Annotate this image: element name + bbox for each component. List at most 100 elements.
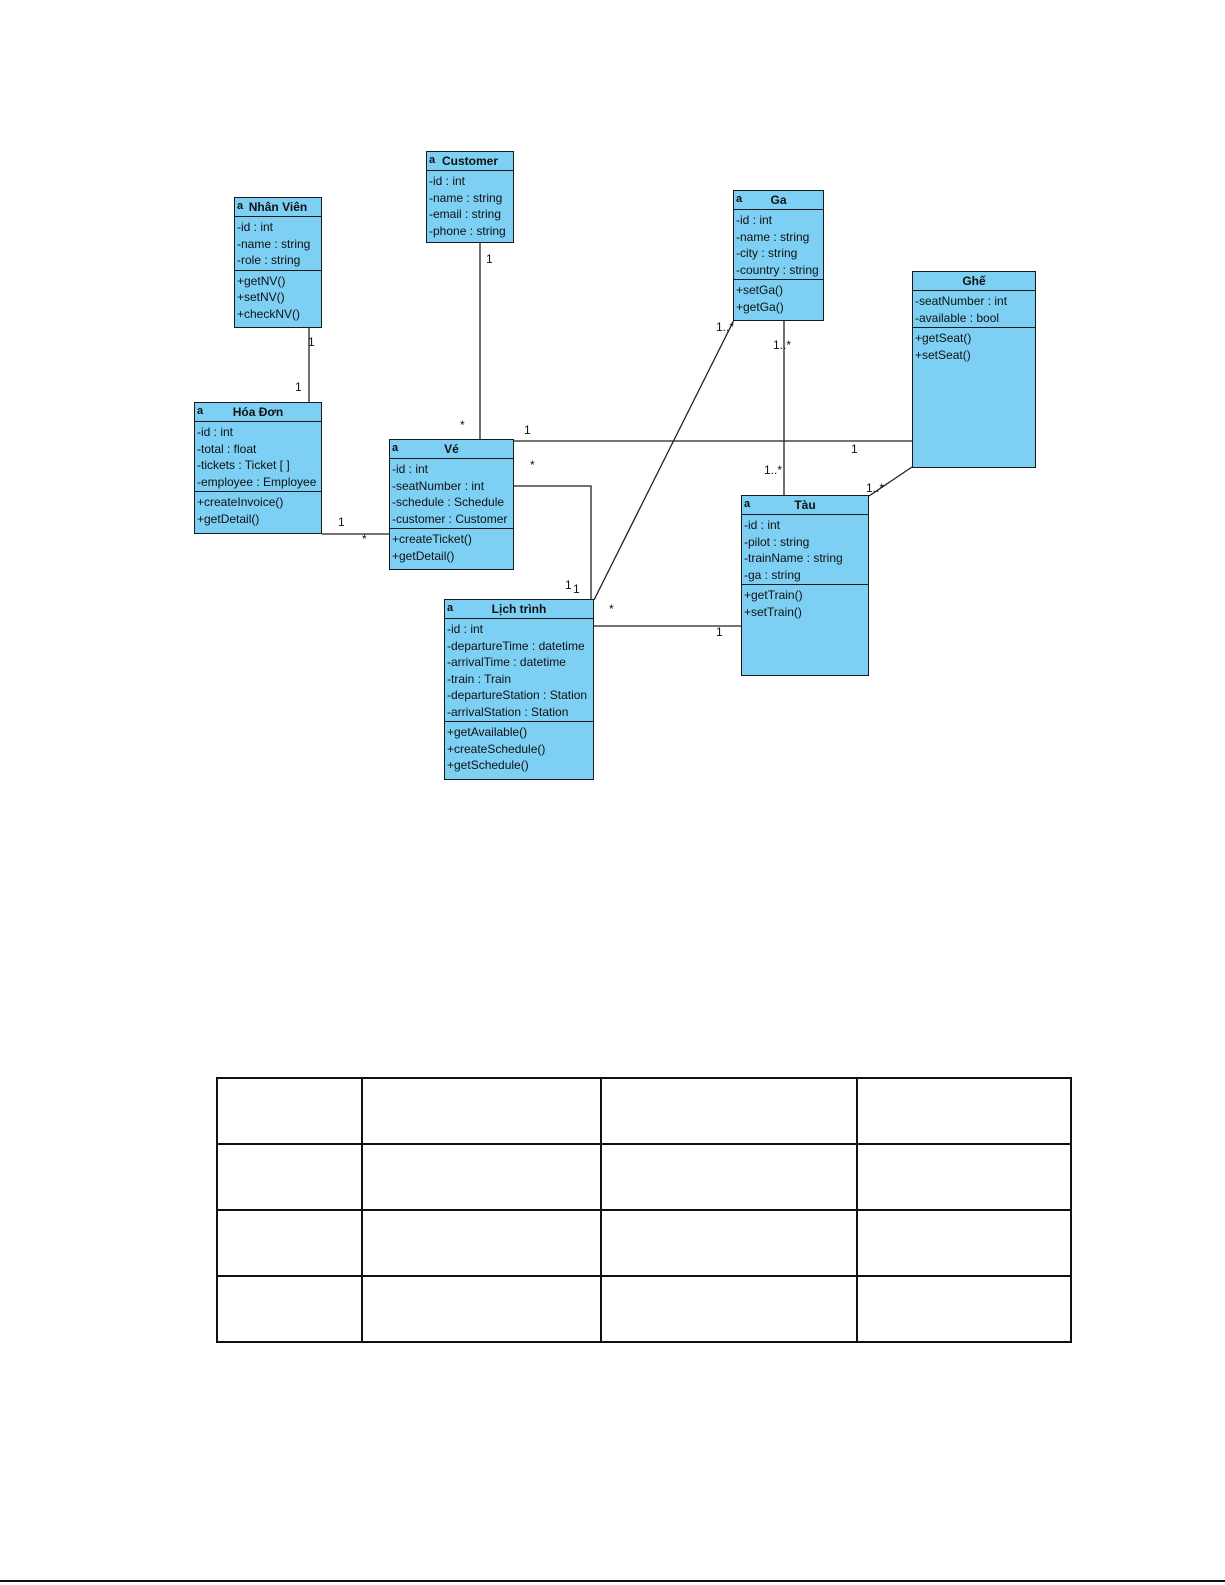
table-cell: [600, 1275, 858, 1343]
multiplicity-label: *: [609, 602, 614, 616]
operation: +getSeat(): [915, 331, 972, 345]
operation: +getDetail(): [197, 511, 260, 526]
class-icon: a: [392, 442, 399, 454]
operation: +setGa(): [736, 283, 784, 297]
attribute: -departureTime : datetime: [447, 638, 585, 653]
operation: +getDetail(): [392, 548, 455, 563]
attributes: -id : int -name : string -city : string …: [734, 210, 823, 280]
multiplicity-label: 1..*: [866, 481, 885, 495]
attribute: -seatNumber : int: [392, 478, 485, 493]
operation: +createSchedule(): [447, 741, 546, 756]
attributes: -id : int -pilot : string -trainName : s…: [742, 515, 868, 585]
operation: +checkNV(): [237, 306, 301, 321]
table-cell: [600, 1143, 858, 1211]
table-row: [216, 1143, 1072, 1211]
attribute: -pilot : string: [744, 534, 810, 549]
table-cell: [856, 1275, 1072, 1343]
attribute: -id : int: [744, 518, 781, 532]
attribute: -id : int: [237, 220, 274, 234]
attribute: -trainName : string: [744, 551, 843, 565]
multiplicity-label: 1..*: [773, 338, 792, 352]
attribute: -arrivalStation : Station: [447, 704, 569, 719]
table-cell: [856, 1143, 1072, 1211]
attribute: -schedule : Schedule: [392, 495, 505, 509]
class-name: Vé: [444, 442, 459, 456]
table-cell: [216, 1275, 363, 1343]
multiplicity-label: 1: [308, 335, 315, 349]
attribute: -arrivalTime : datetime: [447, 655, 566, 669]
attribute: -train : Train: [447, 671, 512, 686]
class-name: Hóa Đơn: [232, 405, 284, 419]
operation: +createInvoice(): [197, 495, 284, 509]
class-ve-header: a Vé: [390, 440, 513, 459]
assoc-lichtrinh-ga: [593, 319, 735, 601]
class-name: Tàu: [794, 498, 816, 512]
class-nhanvien-header: a Nhân Viên: [235, 198, 321, 217]
attribute: -employee : Employee: [197, 474, 317, 489]
class-customer-header: a Customer: [427, 152, 513, 171]
multiplicity-label: *: [530, 458, 535, 472]
table-row: [216, 1275, 1072, 1343]
class-customer: a Customer -id : int -name : string -ema…: [426, 151, 514, 243]
class-name: Customer: [441, 154, 498, 168]
attribute: -customer : Customer: [392, 511, 508, 526]
attribute: -email : string: [429, 207, 502, 221]
attribute: -tickets : Ticket [ ]: [197, 458, 290, 472]
class-icon: a: [429, 154, 436, 166]
operation: +getNV(): [237, 273, 286, 288]
table-cell: [216, 1143, 363, 1211]
class-icon: a: [237, 200, 244, 212]
multiplicity-label: 1: [716, 625, 723, 639]
class-ghe: Ghế -seatNumber : int -available : bool …: [912, 271, 1036, 468]
page-bottom-rule: [0, 1580, 1225, 1582]
operations: +getNV() +setNV() +checkNV(): [235, 271, 321, 325]
operation: +getGa(): [736, 299, 784, 314]
operations: +getTrain() +setTrain(): [742, 585, 868, 622]
operation: +getAvailable(): [447, 725, 528, 739]
multiplicity-label: 1: [338, 515, 345, 529]
multiplicity-label: 1: [295, 380, 302, 394]
attribute: -name : string: [429, 190, 503, 205]
attribute: -id : int: [736, 213, 773, 227]
class-hoadon: a Hóa Đơn -id : int -total : float -tick…: [194, 402, 322, 534]
attributes: -id : int -seatNumber : int -schedule : …: [390, 459, 513, 529]
attribute: -id : int: [447, 622, 484, 636]
operation: +getSchedule(): [447, 758, 529, 772]
operation: +getTrain(): [744, 588, 803, 602]
attribute: -id : int: [392, 462, 429, 476]
attribute: -ga : string: [744, 567, 801, 582]
class-nhanvien: a Nhân Viên -id : int -name : string -ro…: [234, 197, 322, 328]
operations: +createInvoice() +getDetail(): [195, 492, 321, 529]
attribute: -name : string: [237, 236, 311, 251]
class-name: Lịch trình: [491, 602, 547, 616]
attribute: -role : string: [237, 253, 301, 267]
multiplicity-label: 1..*: [716, 320, 735, 334]
assoc-ve-lichtrinh: [514, 485, 592, 600]
class-ghe-header: Ghế: [913, 272, 1035, 291]
attribute: -seatNumber : int: [915, 294, 1008, 308]
class-ga-header: a Ga: [734, 191, 823, 210]
attribute: -phone : string: [429, 223, 506, 238]
attribute: -available : bool: [915, 310, 1000, 325]
attributes: -seatNumber : int -available : bool: [913, 291, 1035, 328]
table-row: [216, 1209, 1072, 1277]
attributes: -id : int -departureTime : datetime -arr…: [445, 619, 593, 722]
attribute: -departureStation : Station: [447, 688, 588, 702]
table-cell: [600, 1209, 858, 1277]
attributes: -id : int -name : string -role : string: [235, 217, 321, 271]
operations: +createTicket() +getDetail(): [390, 529, 513, 566]
attribute: -city : string: [736, 246, 798, 260]
table-cell: [361, 1275, 602, 1343]
operation: +setSeat(): [915, 347, 971, 362]
attributes: -id : int -total : float -tickets : Tick…: [195, 422, 321, 492]
class-lichtrinh: a Lịch trình -id : int -departureTime : …: [444, 599, 594, 780]
multiplicity-label: 1: [565, 578, 572, 592]
class-icon: a: [447, 602, 454, 614]
class-ga: a Ga -id : int -name : string -city : st…: [733, 190, 824, 321]
multiplicity-label: 1..*: [764, 463, 783, 477]
class-icon: a: [736, 193, 743, 205]
table-cell: [856, 1077, 1072, 1145]
class-icon: a: [197, 405, 204, 417]
class-icon: a: [744, 498, 751, 510]
operations: +getAvailable() +createSchedule() +getSc…: [445, 722, 593, 776]
